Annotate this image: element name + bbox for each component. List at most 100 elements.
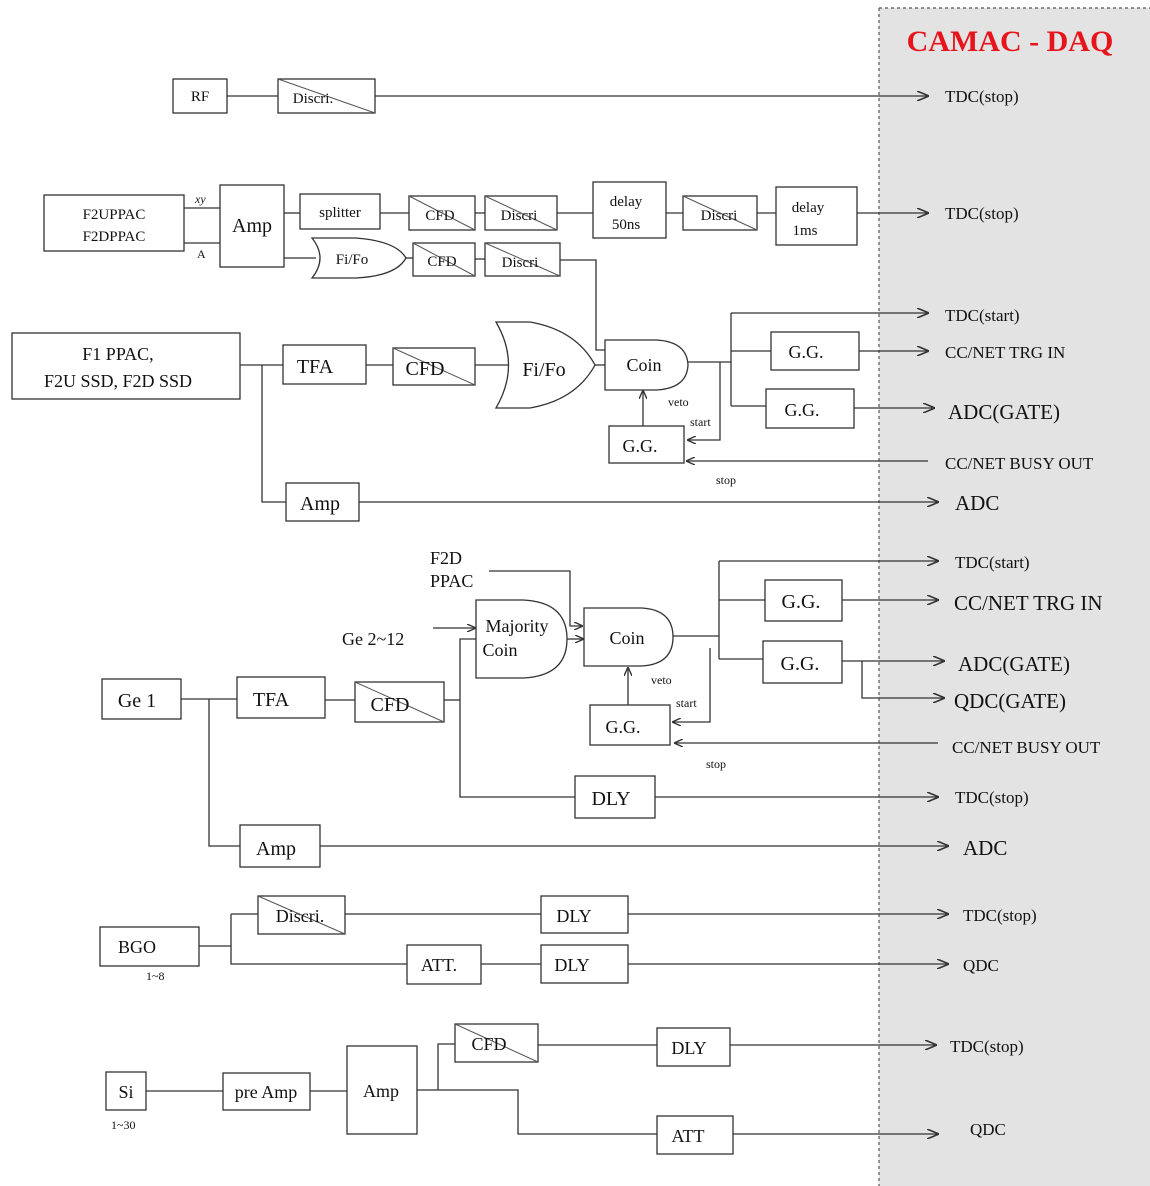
f2ppac-fifo-label: Fi/Fo [336,252,369,268]
start-label: start [690,415,711,429]
output-label: ADC [955,491,999,515]
wire-to-majority [459,638,476,700]
bgo-range-label: 1~8 [146,969,165,983]
ge-tfa-box [236,676,326,719]
bgo-source-label: BGO [118,937,156,957]
f1-source-line1: F1 PPAC, [82,344,153,364]
stop-label: stop [706,757,726,771]
bgo-discri-label: Discri. [276,906,325,926]
f2d-wire [489,570,582,626]
delay-50ns-box [592,181,667,239]
delay-1ms-box [775,186,858,246]
daq-panel-background [879,8,1150,1186]
output-label: ADC(GATE) [958,652,1070,676]
ge-gg-veto-box [589,704,671,746]
si-cfd-label: CFD [471,1034,506,1054]
output-label: CC/NET BUSY OUT [952,738,1101,757]
f1-gg-veto-box [608,425,685,464]
output-label: QDC [970,1120,1006,1139]
cfd-slash [354,681,445,723]
f2ppac-fifo-gate [310,237,407,279]
bgo-chain: BGO 1~8 Discri. DLY TDC(stop) ATT. DLY Q… [99,895,1037,985]
wire [438,1089,657,1135]
output-label: CC/NET TRG IN [954,591,1103,615]
si-preamp-box [222,1072,311,1111]
start-wire [688,362,721,440]
si-dly-label: DLY [671,1038,706,1058]
majority-line1: Majority [486,616,549,636]
cfd-slash [408,195,476,231]
f1-tfa-label: TFA [297,356,334,378]
discri-slash [484,242,561,277]
output-label: TDC(stop) [945,204,1019,223]
wire [208,699,240,847]
ge-chain: F2D PPAC Ge 2~12 Majority Coin Coin TDC(… [101,548,1103,868]
bgo-source-box [99,926,200,967]
f1-amp-label: Amp [300,493,340,515]
daq-title: CAMAC - DAQ [907,25,1114,58]
wire-arrow [861,661,944,698]
f1-gg-veto-label: G.G. [623,436,658,456]
ge-coin-gate [583,607,674,667]
cfd-slash [392,347,476,386]
f2d-ppac-line2: PPAC [430,571,473,591]
splitter-box [299,193,381,230]
wire [437,1043,455,1090]
f1-source-line2: F2U SSD, F2D SSD [44,371,192,391]
ge-cfd-label: CFD [371,694,410,716]
start-label: start [676,696,697,710]
rf-source-label: RF [191,89,209,105]
veto-label: veto [668,395,689,409]
f1-amp-box [285,482,360,522]
f1-tfa-box [282,344,367,385]
ge-coin-label: Coin [609,628,644,648]
bgo-dly1-box [540,895,629,934]
f2ppac-source-box [43,194,185,252]
start-wire [673,648,711,722]
majority-line2: Coin [482,640,517,660]
discri-slash [277,78,376,114]
bgo-att-box [406,944,482,985]
output-label: TDC(stop) [955,788,1029,807]
f1-gg-adc-label: G.G. [785,400,820,420]
wire [261,365,286,503]
output-label: CC/NET TRG IN [945,343,1065,362]
output-label: TDC(stop) [950,1037,1024,1056]
si-amp-label: Amp [363,1081,399,1101]
ge-gg-adc-box [762,640,843,684]
ge-tfa-label: TFA [253,689,290,711]
si-chain: Si 1~30 pre Amp Amp CFD DLY TDC(stop) AT… [105,1023,1024,1155]
ge-dly-label: DLY [591,788,630,810]
rf-discri-label: Discri. [293,91,333,107]
discri-slash [682,195,758,231]
si-att-label: ATT [672,1126,705,1146]
si-preamp-label: pre Amp [235,1082,298,1102]
f2ppac-cfd1-label: CFD [425,208,454,224]
f2ppac-chain: F2UPPAC F2DPPAC xy A Amp splitter CFD Di… [43,181,1019,351]
si-att-box [656,1115,734,1155]
output-label: TDC(start) [945,306,1020,325]
f2ppac-source-line2: F2DPPAC [83,229,146,245]
output-label: TDC(stop) [945,87,1019,106]
output-label: ADC [963,836,1007,860]
f2ppac-cfd2-label: CFD [427,254,456,270]
f1-fifo-label: Fi/Fo [522,359,565,381]
majority-coin-gate [475,599,568,679]
f2ppac-source-line1: F2UPPAC [83,207,146,223]
bgo-dly1-label: DLY [556,906,591,926]
bgo-dly2-label: DLY [554,955,589,975]
si-source-label: Si [118,1082,133,1102]
f2ppac-amp-label: Amp [232,215,272,237]
output-label: TDC(stop) [963,906,1037,925]
f1-coin-gate [604,339,689,391]
f2ppac-discri2-label: Discri [701,208,738,224]
bgo-att-label: ATT. [421,955,457,975]
discri-slash [484,195,558,231]
signal-xy-label: xy [194,192,206,206]
ge1-source-box [101,678,182,720]
ge-dly-box [574,775,656,819]
delay-50ns-line1: delay [610,194,643,210]
f1-cfd-label: CFD [406,358,445,380]
f1-source-box [11,332,241,400]
